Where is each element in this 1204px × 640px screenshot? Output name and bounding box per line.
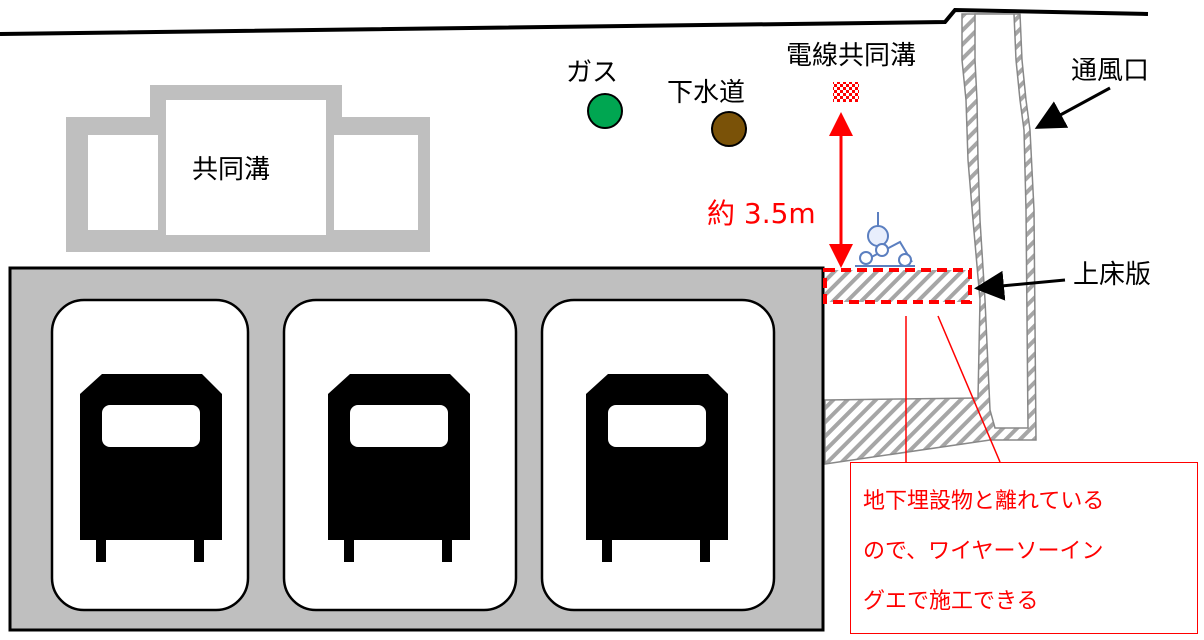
kyodoko-structure bbox=[66, 85, 430, 252]
vent-shaft-interior bbox=[974, 13, 1029, 429]
slab-pointer-arrow bbox=[974, 270, 1066, 301]
wire-saw-machine-icon bbox=[855, 212, 915, 267]
sewer-pipe-icon bbox=[711, 111, 747, 147]
sewer-label: 下水道 bbox=[667, 78, 746, 108]
vent-pointer-arrow bbox=[1034, 86, 1111, 129]
train-car-2 bbox=[282, 298, 518, 612]
train-car-3 bbox=[540, 298, 776, 612]
callout-box: 地下埋設物と離れている ので、ワイヤーソーイン グエで施工できる bbox=[850, 462, 1198, 634]
train-car-1 bbox=[50, 298, 250, 612]
ground-line bbox=[0, 7, 1149, 36]
vent-label: 通風口 bbox=[1071, 56, 1150, 86]
upper-slab bbox=[825, 270, 970, 302]
upper-slab-highlight bbox=[823, 268, 972, 304]
callout-line-1: 地下埋設物と離れている bbox=[863, 489, 1105, 514]
callout-leader-diagonal bbox=[937, 315, 1001, 463]
upper-slab-label: 上床版 bbox=[1073, 260, 1152, 290]
gas-pipe-icon bbox=[587, 93, 623, 129]
kyodoko-label: 共同溝 bbox=[192, 155, 271, 185]
distance-label: 約 3.5m bbox=[707, 197, 816, 230]
cable-trench-label: 電線共同溝 bbox=[786, 41, 917, 71]
callout-line-2: ので、ワイヤーソーイン bbox=[863, 539, 1104, 564]
cable-trench-icon bbox=[833, 82, 859, 102]
gas-label: ガス bbox=[566, 58, 619, 88]
callout-line-3: グエで施工できる bbox=[863, 589, 1039, 614]
